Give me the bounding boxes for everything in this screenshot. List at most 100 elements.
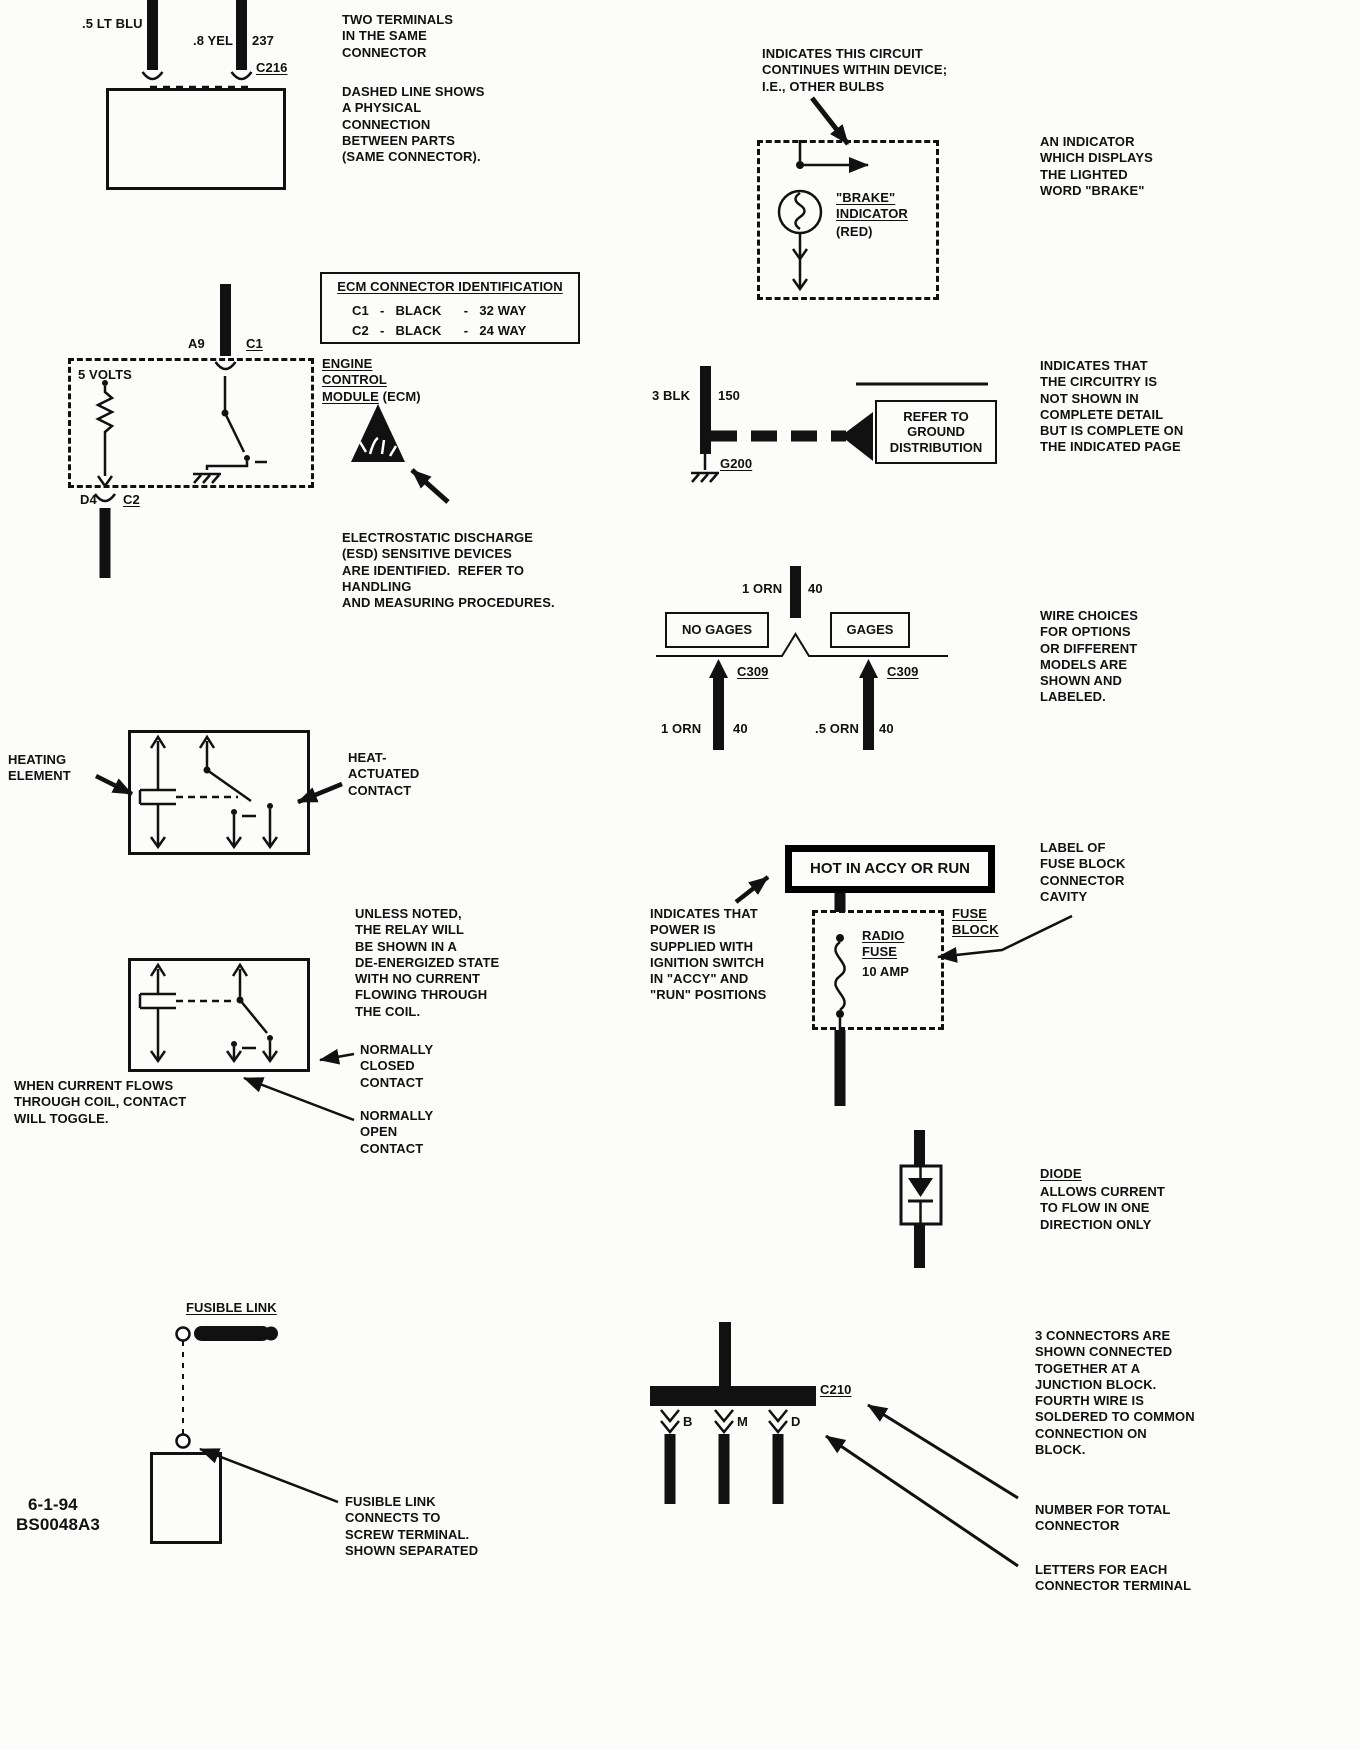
ecm-id-title: ECM CONNECTOR IDENTIFICATION bbox=[337, 279, 563, 294]
ecm-id-box bbox=[320, 272, 580, 344]
wire bbox=[914, 1130, 925, 1166]
terminal-letter: D bbox=[791, 1414, 801, 1429]
wire-label: .5 LT BLU bbox=[82, 16, 143, 31]
diode-art bbox=[899, 1130, 943, 1268]
note-power-supply: INDICATES THAT POWER IS SUPPLIED WITH IG… bbox=[650, 906, 767, 1003]
terminal-icon bbox=[93, 492, 117, 503]
wire-label: 3 BLK bbox=[652, 388, 691, 403]
note-indicator: AN INDICATOR WHICH DISPLAYS THE LIGHTED … bbox=[1040, 134, 1153, 198]
ecm-id-row: C2 - BLACK - 24 WAY bbox=[352, 323, 527, 338]
no-gages-text: NO GAGES bbox=[681, 622, 753, 638]
wire bbox=[147, 0, 158, 70]
two-terminal-connector-art bbox=[141, 0, 253, 89]
wire bbox=[718, 1434, 730, 1504]
ecm-art bbox=[93, 284, 450, 578]
wire bbox=[863, 678, 874, 750]
wire bbox=[914, 1224, 925, 1268]
gages-text: GAGES bbox=[846, 622, 894, 638]
junction-bar bbox=[650, 1386, 816, 1406]
relay-box bbox=[128, 958, 310, 1072]
note-circuitry: INDICATES THAT THE CIRCUITRY IS NOT SHOW… bbox=[1040, 358, 1184, 455]
terminal-icon bbox=[230, 70, 253, 81]
fuse-name: RADIO FUSE bbox=[862, 928, 905, 960]
note-cavity-label: LABEL OF FUSE BLOCK CONNECTOR CAVITY bbox=[1040, 840, 1126, 904]
terminal-icon bbox=[714, 1409, 734, 1434]
wire bbox=[834, 893, 846, 912]
circuit-number: 237 bbox=[252, 33, 274, 48]
terminal-icon bbox=[709, 659, 728, 678]
resistor-icon bbox=[95, 386, 115, 438]
diode-icon bbox=[908, 1178, 933, 1197]
terminal-letter: M bbox=[737, 1414, 748, 1429]
note-fusible-link: FUSIBLE LINK CONNECTS TO SCREW TERMINAL.… bbox=[345, 1494, 479, 1558]
wire-label: 1 ORN bbox=[742, 581, 783, 596]
hot-in-accy-box: HOT IN ACCY OR RUN bbox=[785, 845, 995, 893]
normally-closed-label: NORMALLY CLOSED CONTACT bbox=[360, 1042, 434, 1090]
pin-label: A9 bbox=[188, 336, 205, 351]
switch-blade bbox=[223, 412, 246, 453]
note-circuit-continues: INDICATES THIS CIRCUIT CONTINUES WITHIN … bbox=[762, 46, 948, 94]
wire bbox=[719, 1322, 731, 1386]
terminal-icon bbox=[141, 70, 164, 81]
connector-id: C210 bbox=[820, 1382, 852, 1397]
brake-color-label: (RED) bbox=[836, 224, 873, 239]
page-code: BS0048A3 bbox=[16, 1515, 100, 1534]
wire-label: .8 YEL bbox=[193, 33, 234, 48]
wire bbox=[99, 508, 111, 578]
brake-indicator-label: "BRAKE" INDICATOR bbox=[836, 190, 908, 222]
fusible-link-icon bbox=[194, 1326, 270, 1341]
refer-arrow-icon bbox=[841, 412, 873, 461]
wire-label: .5 ORN bbox=[815, 721, 859, 736]
ground-icon bbox=[689, 471, 721, 484]
connector-id: C2 bbox=[123, 492, 140, 507]
note-toggle: WHEN CURRENT FLOWS THROUGH COIL, CONTACT… bbox=[14, 1078, 187, 1126]
wire bbox=[834, 1030, 846, 1106]
note-connector-number: NUMBER FOR TOTAL CONNECTOR bbox=[1035, 1502, 1171, 1534]
wire bbox=[713, 678, 724, 750]
junction-block-art bbox=[650, 1322, 1019, 1568]
note-junction: 3 CONNECTORS ARE SHOWN CONNECTED TOGETHE… bbox=[1035, 1328, 1195, 1457]
fuse-icon bbox=[834, 941, 846, 1011]
gages-box: GAGES bbox=[830, 612, 910, 648]
fuse-block-label: FUSE BLOCK bbox=[952, 906, 999, 938]
terminal-letter: B bbox=[683, 1414, 693, 1429]
circuit-number: 40 bbox=[879, 721, 894, 736]
switch-blade bbox=[206, 768, 252, 803]
connector-id: C309 bbox=[737, 664, 769, 679]
diode-title: DIODE bbox=[1040, 1166, 1082, 1181]
ground-distribution-art bbox=[689, 366, 988, 484]
refer-ground-text: REFER TO GROUND DISTRIBUTION bbox=[889, 408, 983, 455]
hot-in-accy-text: HOT IN ACCY OR RUN bbox=[809, 860, 970, 877]
esd-icon bbox=[351, 404, 405, 462]
circuit-number: 40 bbox=[733, 721, 748, 736]
ground-id: G200 bbox=[720, 456, 753, 471]
note-diode: ALLOWS CURRENT TO FLOW IN ONE DIRECTION … bbox=[1040, 1184, 1165, 1232]
wire-label: 1 ORN bbox=[661, 721, 702, 736]
fusible-link-art bbox=[175, 1326, 339, 1504]
fuse-block-art bbox=[734, 875, 1073, 1106]
switch-blade bbox=[239, 999, 268, 1034]
heat-relay-box bbox=[128, 730, 310, 855]
connector-id: C1 bbox=[246, 336, 263, 351]
note-terminal-letters: LETTERS FOR EACH CONNECTOR TERMINAL bbox=[1035, 1562, 1192, 1594]
pin-label: D4 bbox=[80, 492, 97, 507]
terminal-icon bbox=[660, 1409, 680, 1434]
note-relay-state: UNLESS NOTED, THE RELAY WILL BE SHOWN IN… bbox=[355, 906, 500, 1019]
note-wire-choices: WIRE CHOICES FOR OPTIONS OR DIFFERENT MO… bbox=[1040, 608, 1138, 705]
circuit-number: 150 bbox=[718, 388, 740, 403]
component-box bbox=[106, 88, 286, 190]
wire bbox=[790, 566, 801, 618]
relay-art bbox=[138, 962, 355, 1122]
ring-terminal-icon bbox=[175, 1326, 191, 1342]
fuse-rating: 10 AMP bbox=[862, 964, 910, 979]
note-dashed-line: DASHED LINE SHOWS A PHYSICAL CONNECTION … bbox=[342, 84, 485, 164]
refer-ground-box: REFER TO GROUND DISTRIBUTION bbox=[875, 400, 997, 464]
voltage-label: 5 VOLTS bbox=[78, 367, 132, 382]
terminal-icon bbox=[768, 1409, 788, 1434]
brake-indicator-art bbox=[777, 96, 869, 292]
terminal-icon bbox=[859, 659, 878, 678]
connector-id: C216 bbox=[256, 60, 288, 75]
ecm-module-underlined: ENGINE CONTROL MODULE bbox=[322, 356, 387, 404]
